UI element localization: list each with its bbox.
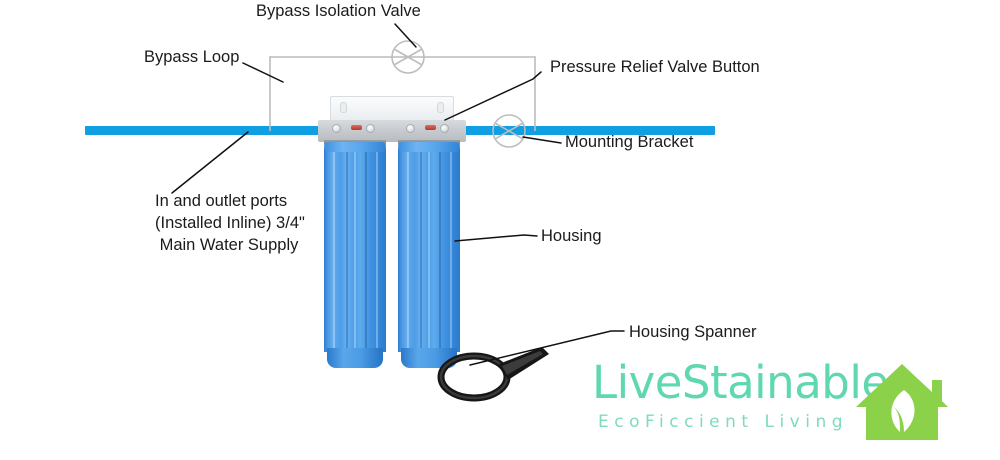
house-leaf-icon — [856, 364, 948, 440]
cap-screw — [332, 124, 341, 133]
housing-body — [324, 146, 386, 355]
leader-inlet-outlet-ports — [171, 131, 249, 194]
housing-ridge — [407, 150, 409, 355]
logo-wordmark: LiveStainable — [592, 356, 889, 409]
housing-bottom — [327, 348, 383, 368]
housing-ridge — [354, 150, 356, 355]
filter-housing-left — [324, 142, 386, 368]
housing-bottom — [401, 348, 457, 368]
brand-logo: LiveStainable EcoFiccient Living — [592, 356, 992, 452]
housing-ridge — [376, 150, 378, 355]
housing-shoulder — [324, 142, 386, 152]
filter-cap-bar — [318, 120, 466, 142]
housing-ridge — [420, 150, 422, 355]
label-housing-spanner: Housing Spanner — [629, 323, 757, 341]
housing-ridge — [346, 150, 348, 355]
label-mounting-bracket: Mounting Bracket — [565, 133, 694, 151]
housing-body — [398, 146, 460, 355]
label-inlet-outlet-ports: In and outlet ports (Installed Inline) 3… — [155, 190, 445, 256]
inlet-outlet-line-2: (Installed Inline) 3/4" — [155, 214, 305, 232]
cap-screw — [406, 124, 415, 133]
housing-ridge — [450, 150, 452, 355]
leader-bypass-loop — [242, 62, 284, 83]
leader-housing — [454, 234, 538, 242]
housing-ridge — [333, 150, 335, 355]
housing-ridge — [365, 150, 367, 355]
leader-mounting-bracket — [522, 136, 562, 144]
dual-filter-assembly — [318, 96, 466, 368]
leader-bypass-isolation-valve — [394, 23, 417, 48]
inlet-outlet-line-1: In and outlet ports — [155, 192, 288, 210]
bypass-isolation-valve-symbol — [391, 40, 425, 74]
pressure-relief-valve-button[interactable] — [351, 125, 362, 130]
cap-screw — [440, 124, 449, 133]
pressure-relief-valve-button[interactable] — [425, 125, 436, 130]
cap-screw — [366, 124, 375, 133]
label-bypass-isolation-valve: Bypass Isolation Valve — [256, 2, 421, 20]
housing-ridge — [428, 150, 430, 355]
housing-ridge — [439, 150, 441, 355]
filter-housing-right — [398, 142, 460, 368]
housing-shoulder — [398, 142, 460, 152]
label-housing: Housing — [541, 227, 602, 245]
label-pressure-relief-valve-button: Pressure Relief Valve Button — [550, 58, 760, 76]
housing-spanner-wrench — [437, 347, 549, 402]
inlet-outlet-line-3: Main Water Supply — [155, 236, 299, 254]
logo-tagline: EcoFiccient Living — [598, 412, 849, 432]
label-bypass-loop: Bypass Loop — [144, 48, 240, 66]
